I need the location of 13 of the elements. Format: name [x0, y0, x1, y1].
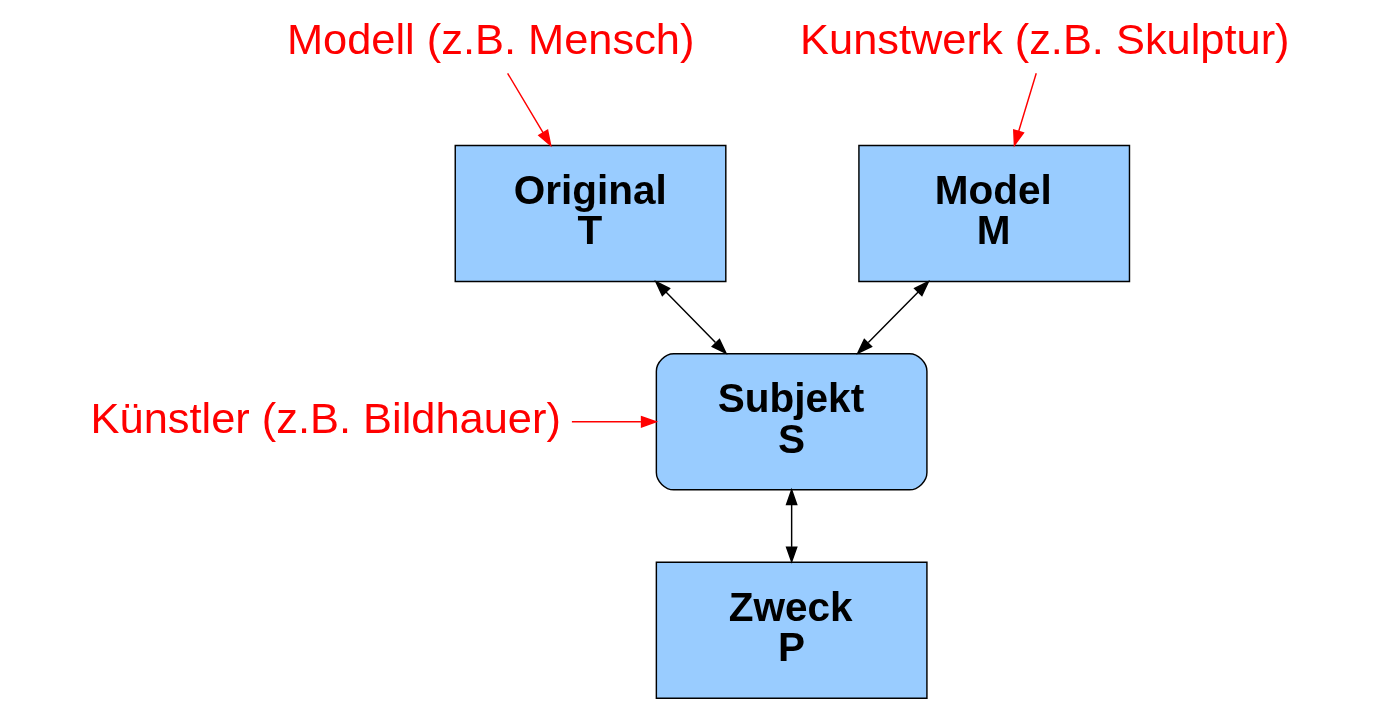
node-text: Künstler (z.B. Bildhauer) — [90, 393, 561, 442]
arrow — [855, 280, 930, 355]
arrow — [570, 415, 658, 428]
node-box: Model M — [857, 144, 1130, 283]
node-box: Subjekt S — [655, 353, 928, 491]
node-text: Modell (z.B. Mensch) — [286, 15, 694, 64]
arrow — [785, 487, 798, 564]
node-text: Kunstwerk (z.B. Skulptur) — [799, 15, 1290, 64]
arrow — [653, 280, 727, 355]
arrow — [1012, 72, 1037, 148]
arrow — [506, 72, 552, 148]
node-box: Original T — [454, 144, 727, 283]
node-box: Zweck P — [655, 561, 928, 699]
